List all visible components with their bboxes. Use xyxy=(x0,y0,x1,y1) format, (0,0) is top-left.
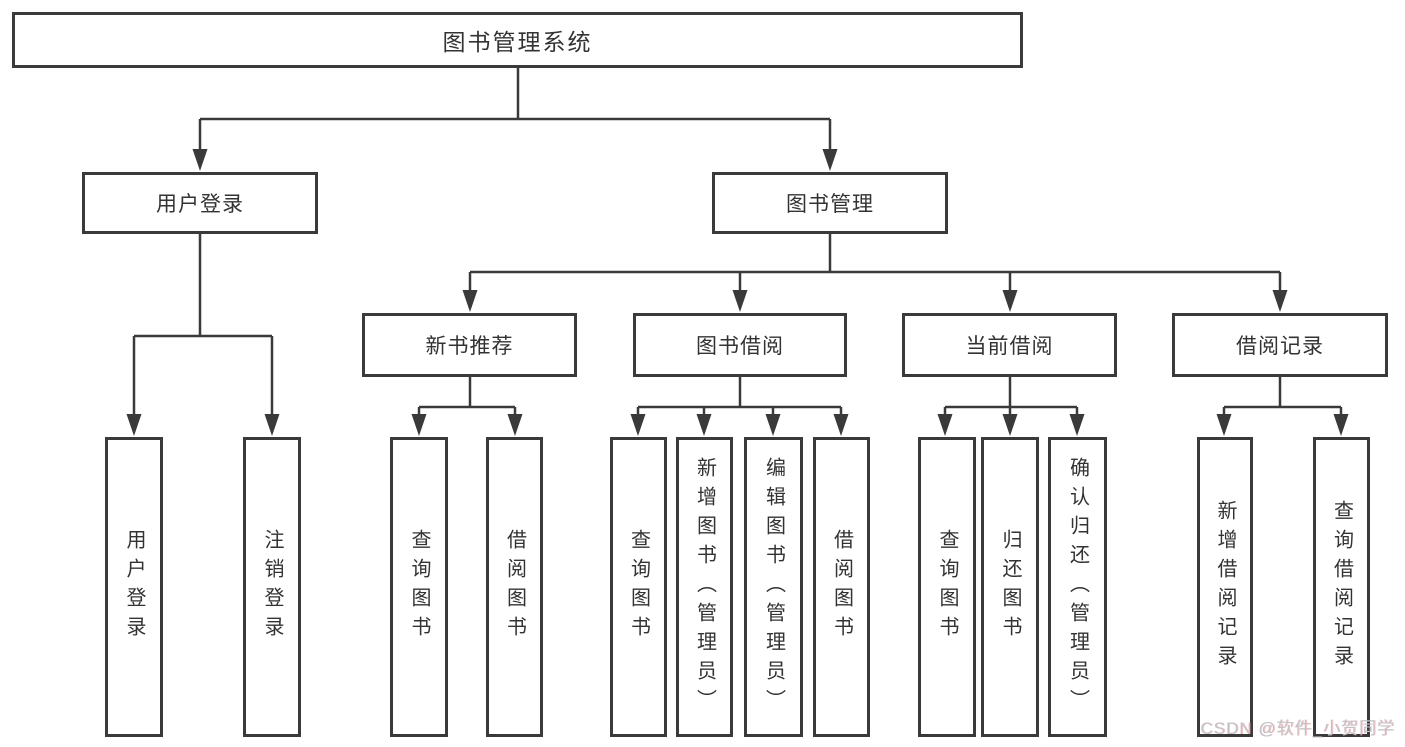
node-label: 用户登录 xyxy=(156,193,244,216)
node-user-login: 用户登录 xyxy=(82,172,318,234)
node-label: 查询图书 xyxy=(408,529,430,645)
node-label: 图书借阅 xyxy=(696,335,784,358)
node-current-return-books: 归还图书 xyxy=(981,437,1039,737)
node-label: 借阅图书 xyxy=(830,529,853,645)
node-label: 查询图书 xyxy=(627,529,650,645)
node-label: 用户登录 xyxy=(123,529,145,645)
node-user-login-action: 用户登录 xyxy=(105,437,163,737)
node-label: 图书管理 xyxy=(786,193,874,216)
node-label: 借阅图书 xyxy=(503,529,526,645)
node-borrowing-query-books: 查询图书 xyxy=(610,437,667,737)
node-borrowing-borrow-books: 借阅图书 xyxy=(813,437,870,737)
node-new-book-recommend: 新书推荐 xyxy=(362,313,577,377)
node-label: 新增借阅记录 xyxy=(1214,500,1236,674)
node-label: 图书管理系统 xyxy=(442,29,593,55)
node-borrowing-add-books-admin: 新增图书（管理员） xyxy=(676,437,733,737)
node-label: 查询借阅记录 xyxy=(1330,500,1353,674)
node-recommend-borrow-books: 借阅图书 xyxy=(486,437,543,737)
node-library-management-system: 图书管理系统 xyxy=(12,12,1023,68)
node-label: 确认归还（管理员） xyxy=(1066,456,1089,718)
node-current-borrowing: 当前借阅 xyxy=(902,313,1117,377)
node-label: 查询图书 xyxy=(936,529,958,645)
node-borrowing-records: 借阅记录 xyxy=(1172,313,1388,377)
node-label: 借阅记录 xyxy=(1236,335,1324,358)
node-label: 新增图书（管理员） xyxy=(693,456,716,718)
node-book-management: 图书管理 xyxy=(712,172,948,234)
node-label: 当前借阅 xyxy=(965,335,1054,358)
arrowheads xyxy=(126,149,1349,436)
node-recommend-query-books: 查询图书 xyxy=(390,437,448,737)
connector-paths xyxy=(132,68,1343,415)
node-current-query-books: 查询图书 xyxy=(918,437,976,737)
node-label: 新书推荐 xyxy=(425,335,514,358)
node-records-query-record: 查询借阅记录 xyxy=(1313,437,1370,737)
node-current-confirm-return-admin: 确认归还（管理员） xyxy=(1048,437,1107,737)
node-records-add-record: 新增借阅记录 xyxy=(1197,437,1253,737)
node-label: 归还图书 xyxy=(999,529,1021,645)
node-label: 编辑图书（管理员） xyxy=(762,456,785,718)
node-borrowing-edit-books-admin: 编辑图书（管理员） xyxy=(744,437,803,737)
node-logout-action: 注销登录 xyxy=(243,437,301,737)
node-book-borrowing: 图书借阅 xyxy=(633,313,847,377)
node-label: 注销登录 xyxy=(261,529,283,645)
